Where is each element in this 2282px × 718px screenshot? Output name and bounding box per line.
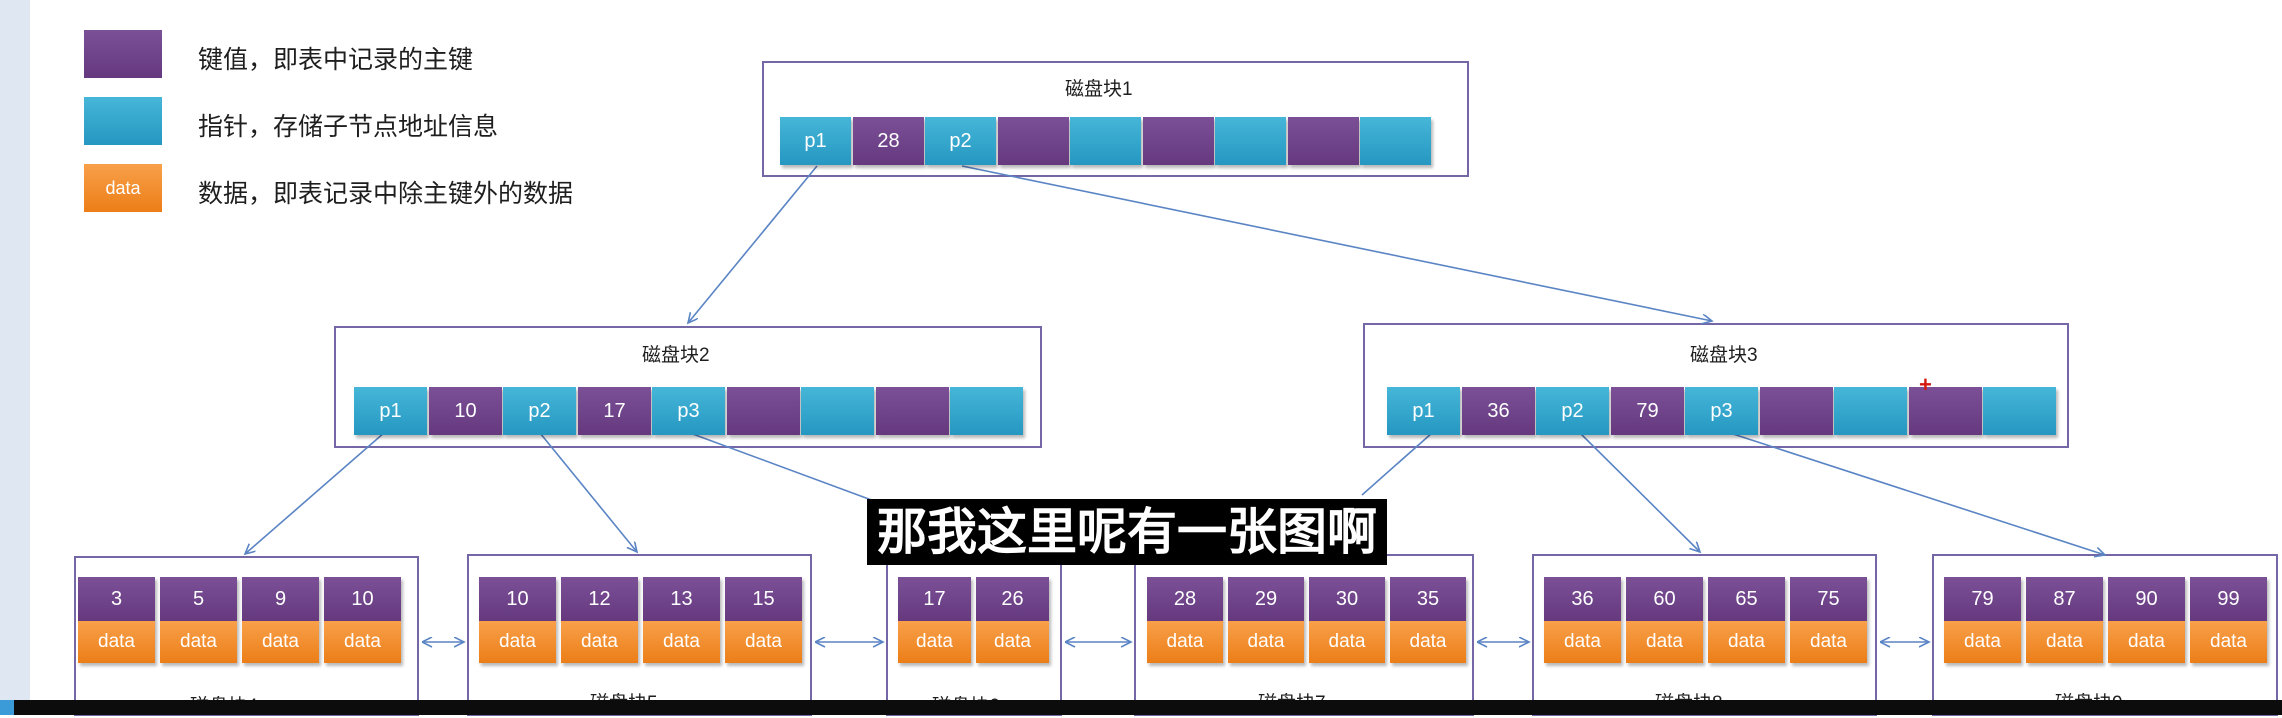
leaf5-data-cell: data [561,621,638,663]
bottom-bar-indicator [0,700,14,715]
red-plus-marker: + [1919,372,1932,397]
leaf7-key-cell: 30 [1309,577,1385,621]
block1-pointer-cell [1070,117,1141,165]
leaf8-key-cell: 60 [1626,577,1703,621]
leaf4-data-cell: data [324,621,401,663]
leaf5-key-cell: 15 [725,577,802,621]
leaf5-key-cell: 12 [561,577,638,621]
arrow-block3-p3 [1729,432,2105,555]
block2-key-cell: 17 [578,387,651,435]
legend-pointer-swatch [84,97,162,145]
block2-pointer-cell [801,387,874,435]
leaf4-data-cell: data [78,621,155,663]
arrow-block1-p1 [688,165,818,323]
leaf8-data-cell: data [1544,621,1621,663]
block1-key-cell [998,117,1069,165]
leaf7-key-cell: 28 [1147,577,1223,621]
block1-key-cell [1288,117,1359,165]
leaf5-data-cell: data [725,621,802,663]
leaf9-key-cell: 79 [1944,577,2021,621]
legend-key-label: 键值，即表中记录的主键 [198,46,474,74]
leaf5-data-cell: data [643,621,720,663]
block3-pointer-cell [1983,387,2056,435]
arrow-block2-p1 [245,432,385,554]
block2-key-cell [727,387,800,435]
leaf9-data-cell: data [2190,621,2267,663]
block2-key-cell [876,387,949,435]
block3-key-cell: 36 [1462,387,1535,435]
leaf5-data-cell: data [479,621,556,663]
block2-pointer-cell: p2 [503,387,576,435]
leaf7-data-cell: data [1390,621,1466,663]
block3-key-cell [1760,387,1833,435]
leaf9-data-cell: data [2108,621,2185,663]
leaf4-data-cell: data [242,621,319,663]
leaf5-key-cell: 10 [479,577,556,621]
block3-pointer-cell: p2 [1536,387,1609,435]
block3-pointer-cell: p3 [1685,387,1758,435]
leaf5-key-cell: 13 [643,577,720,621]
block1-key-cell [1143,117,1214,165]
arrow-block2-p3 [689,432,886,506]
leaf8-data-cell: data [1708,621,1785,663]
block3-key-cell [1909,387,1982,435]
leaf4-key-cell: 5 [160,577,237,621]
leaf9-key-cell: 87 [2026,577,2103,621]
block1-pointer-cell: p2 [925,117,996,165]
arrow-block3-p2 [1579,432,1700,552]
leaf4-key-cell: 10 [324,577,401,621]
leaf8-key-cell: 65 [1708,577,1785,621]
block2-pointer-cell: p1 [354,387,427,435]
block3-pointer-cell [1834,387,1907,435]
legend-pointer-label: 指针，存储子节点地址信息 [198,113,499,141]
leaf4-key-cell: 3 [78,577,155,621]
disk-block-3-title: 磁盘块3 [1690,345,1758,366]
leaf7-data-cell: data [1309,621,1385,663]
disk-block-1-title: 磁盘块1 [1065,79,1133,100]
leaf6-data-cell: data [898,621,971,663]
arrow-block1-p2 [961,165,1712,321]
block2-key-cell: 10 [429,387,502,435]
block1-pointer-cell [1360,117,1431,165]
leaf7-data-cell: data [1147,621,1223,663]
bottom-bar [0,700,2282,715]
leaf9-key-cell: 90 [2108,577,2185,621]
leaf9-key-cell: 99 [2190,577,2267,621]
leaf4-key-cell: 9 [242,577,319,621]
leaf7-data-cell: data [1228,621,1304,663]
leaf7-key-cell: 35 [1390,577,1466,621]
leaf7-key-cell: 29 [1228,577,1304,621]
leaf4-data-cell: data [160,621,237,663]
block1-pointer-cell [1215,117,1286,165]
leaf6-key-cell: 17 [898,577,971,621]
leaf9-data-cell: data [2026,621,2103,663]
left-sidebar-strip [0,0,30,715]
block1-pointer-cell: p1 [780,117,851,165]
block2-pointer-cell: p3 [652,387,725,435]
legend-key-swatch [84,30,162,78]
leaf8-data-cell: data [1626,621,1703,663]
leaf6-key-cell: 26 [976,577,1049,621]
arrow-block2-p2 [539,432,637,552]
leaf8-data-cell: data [1790,621,1867,663]
legend-data-swatch: data [84,164,162,212]
disk-block-2-title: 磁盘块2 [642,345,710,366]
block2-pointer-cell [950,387,1023,435]
block3-key-cell: 79 [1611,387,1684,435]
legend-data-label: 数据，即表记录中除主键外的数据 [198,180,574,208]
block3-pointer-cell: p1 [1387,387,1460,435]
leaf8-key-cell: 75 [1790,577,1867,621]
block1-key-cell: 28 [853,117,924,165]
subtitle-caption: 那我这里呢有一张图啊 [867,499,1387,565]
leaf8-key-cell: 36 [1544,577,1621,621]
leaf6-data-cell: data [976,621,1049,663]
arrow-block3-p1 [1361,432,1433,496]
leaf9-data-cell: data [1944,621,2021,663]
